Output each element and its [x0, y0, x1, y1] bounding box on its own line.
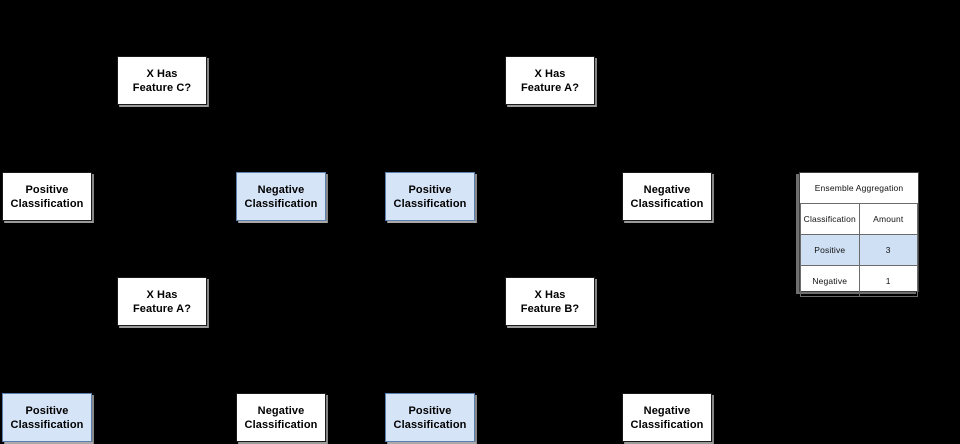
cell-amount: 3 — [858, 234, 918, 266]
edge-tree1-sub-branch-horizontal — [46, 361, 281, 362]
tree2-sub-left-leaf-node[interactable]: Positive Classification — [385, 393, 476, 444]
tree2-sub-decision-node[interactable]: X Has Feature B? — [505, 277, 596, 328]
edge-tree1-root-down — [162, 105, 163, 140]
edge-tree2-sub-horizontal — [430, 251, 549, 252]
node-label-line1: X Has — [534, 67, 566, 80]
edge-tree1-to-right-leaf — [281, 140, 282, 172]
tree1-root-node[interactable]: X Has Feature C? — [117, 56, 208, 107]
edge-tree1-sub-horizontal — [46, 251, 162, 252]
node-label-line1: Positive — [408, 404, 452, 417]
node-label-line2: Classification — [393, 197, 467, 210]
node-label-line1: Negative — [643, 404, 691, 417]
table-row[interactable]: Positive 3 — [800, 234, 918, 266]
edge-tree2-root-horizontal — [430, 140, 667, 141]
node-label-line2: Feature C? — [132, 81, 192, 94]
table-row[interactable]: Negative 1 — [800, 265, 918, 297]
edge-tree1-left-leaf-down — [46, 221, 47, 251]
edge-tree2-sub-down — [549, 251, 550, 277]
node-label-line2: Classification — [630, 418, 704, 431]
node-label-line1: X Has — [146, 67, 178, 80]
cell-classification: Negative — [800, 265, 860, 297]
edge-tree2-sub-branch-horizontal — [430, 361, 667, 362]
edge-tree1-root-horizontal — [46, 140, 281, 141]
node-label-line2: Classification — [630, 197, 704, 210]
tree1-sub-right-leaf-node[interactable]: Negative Classification — [236, 393, 327, 444]
edge-tree1-sub-root-down — [162, 326, 163, 361]
column-header-amount: Amount — [858, 203, 918, 235]
node-label-line1: Negative — [643, 183, 691, 196]
node-label-line2: Classification — [10, 197, 84, 210]
node-label-line2: Classification — [10, 418, 84, 431]
node-label-line2: Classification — [244, 197, 318, 210]
tree1-sub-left-leaf-node[interactable]: Positive Classification — [2, 393, 93, 444]
node-label-line1: Negative — [257, 404, 305, 417]
tree2-sub-right-leaf-node[interactable]: Negative Classification — [622, 393, 713, 444]
column-header-classification: Classification — [800, 203, 860, 235]
edge-tree1-sub-down — [162, 251, 163, 277]
edge-tree1-to-sub-right-leaf — [281, 361, 282, 393]
edge-tree2-to-right-leaf — [667, 140, 668, 172]
edge-tree2-to-left-leaf — [430, 140, 431, 172]
edge-tree2-to-sub-left-leaf — [430, 361, 431, 393]
node-label-line2: Feature A? — [520, 81, 580, 94]
node-label-line2: Feature A? — [132, 302, 192, 315]
edge-tree2-sub-root-down — [549, 326, 550, 361]
node-label-line1: Negative — [257, 183, 305, 196]
node-label-line1: Positive — [25, 404, 69, 417]
tree2-root-node[interactable]: X Has Feature A? — [505, 56, 596, 107]
node-label-line1: Positive — [408, 183, 452, 196]
node-label-line1: X Has — [146, 288, 178, 301]
node-label-line2: Classification — [244, 418, 318, 431]
ensemble-table-title: Ensemble Aggregation — [800, 173, 918, 204]
node-label-line2: Feature B? — [520, 302, 580, 315]
tree2-left-leaf-node[interactable]: Positive Classification — [385, 172, 476, 223]
table-header-row: Classification Amount — [800, 203, 918, 235]
edge-tree1-to-left-leaf — [46, 140, 47, 172]
edge-to-ensemble-table — [712, 196, 799, 197]
tree1-right-leaf-node[interactable]: Negative Classification — [236, 172, 327, 223]
node-label-line1: Positive — [25, 183, 69, 196]
tree1-left-leaf-node[interactable]: Positive Classification — [2, 172, 93, 223]
edge-tree1-to-sub-left-leaf — [46, 361, 47, 393]
cell-amount: 1 — [858, 265, 918, 297]
tree2-right-leaf-node[interactable]: Negative Classification — [622, 172, 713, 223]
tree1-sub-decision-node[interactable]: X Has Feature A? — [117, 277, 208, 328]
cell-classification: Positive — [800, 234, 860, 266]
table-title-row: Ensemble Aggregation — [800, 173, 918, 204]
node-label-line2: Classification — [393, 418, 467, 431]
edge-tree2-root-down — [549, 105, 550, 140]
edge-tree2-to-sub-right-leaf — [667, 361, 668, 393]
node-label-line1: X Has — [534, 288, 566, 301]
edge-tree2-left-leaf-down — [430, 221, 431, 251]
ensemble-aggregation-table: Ensemble Aggregation Classification Amou… — [799, 172, 919, 297]
